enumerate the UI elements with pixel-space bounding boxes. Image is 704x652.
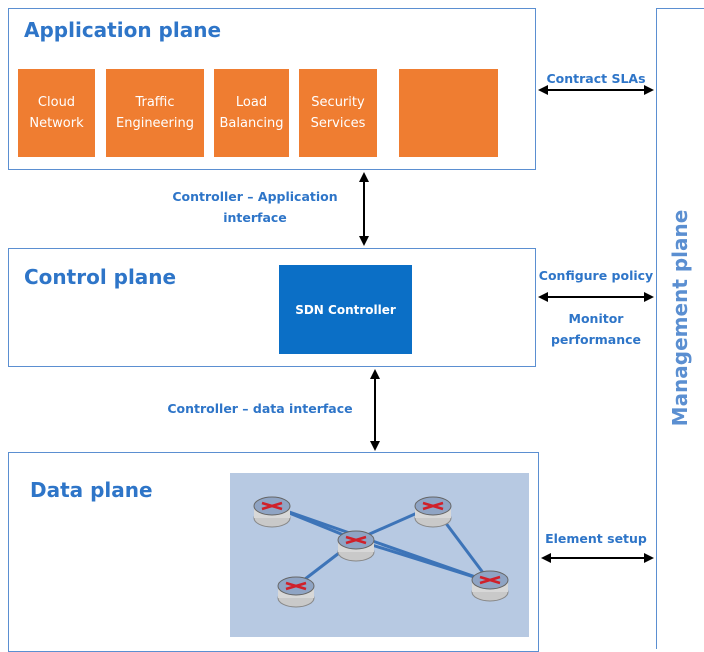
app-load-balancing: Load Balancing	[214, 69, 289, 157]
router-icon	[277, 576, 315, 608]
monitor-performance-line2: performance	[550, 332, 642, 347]
app-load-balancing-line1: Load	[235, 95, 268, 110]
app-load-balancing-line2: Balancing	[219, 116, 284, 131]
router-icon	[471, 570, 509, 602]
network-links	[271, 504, 492, 588]
router-icon	[337, 530, 375, 562]
router-icon	[253, 496, 291, 528]
app-cloud-network-line1: Cloud	[37, 95, 76, 110]
contract-slas-label: Contract SLAs	[546, 71, 646, 86]
configure-policy-label: Configure policy	[538, 268, 654, 283]
link-center-br	[355, 538, 491, 584]
diagram-overlay	[253, 85, 654, 608]
app-empty	[399, 69, 498, 157]
app-security-services-line2: Services	[310, 116, 366, 131]
controller-application-interface-line2: interface	[223, 210, 287, 225]
controller-application-interface-label: Controller – Application interface	[160, 186, 350, 228]
app-cloud-network-line2: Network	[29, 116, 84, 131]
monitor-performance-label: Monitor performance	[546, 308, 646, 350]
app-security-services: Security Services	[299, 69, 377, 157]
controller-data-interface-label: Controller – data interface	[167, 401, 353, 416]
router-icon	[414, 496, 452, 528]
element-setup-label: Element setup	[545, 531, 647, 546]
management-plane	[656, 8, 704, 649]
app-traffic-engineering: Traffic Engineering	[106, 69, 204, 157]
app-cloud-network: Cloud Network	[18, 69, 95, 157]
data-plane-title: Data plane	[30, 478, 153, 502]
sdn-controller: SDN Controller	[279, 265, 412, 354]
control-plane	[8, 248, 536, 367]
app-traffic-engineering-line1: Traffic	[135, 95, 175, 110]
controller-application-interface-line1: Controller – Application	[172, 189, 338, 204]
app-security-services-line1: Security	[311, 95, 365, 110]
control-plane-title: Control plane	[24, 265, 177, 289]
application-plane-title: Application plane	[24, 18, 222, 42]
monitor-performance-line1: Monitor	[568, 311, 624, 326]
app-traffic-engineering-line2: Engineering	[116, 116, 194, 131]
